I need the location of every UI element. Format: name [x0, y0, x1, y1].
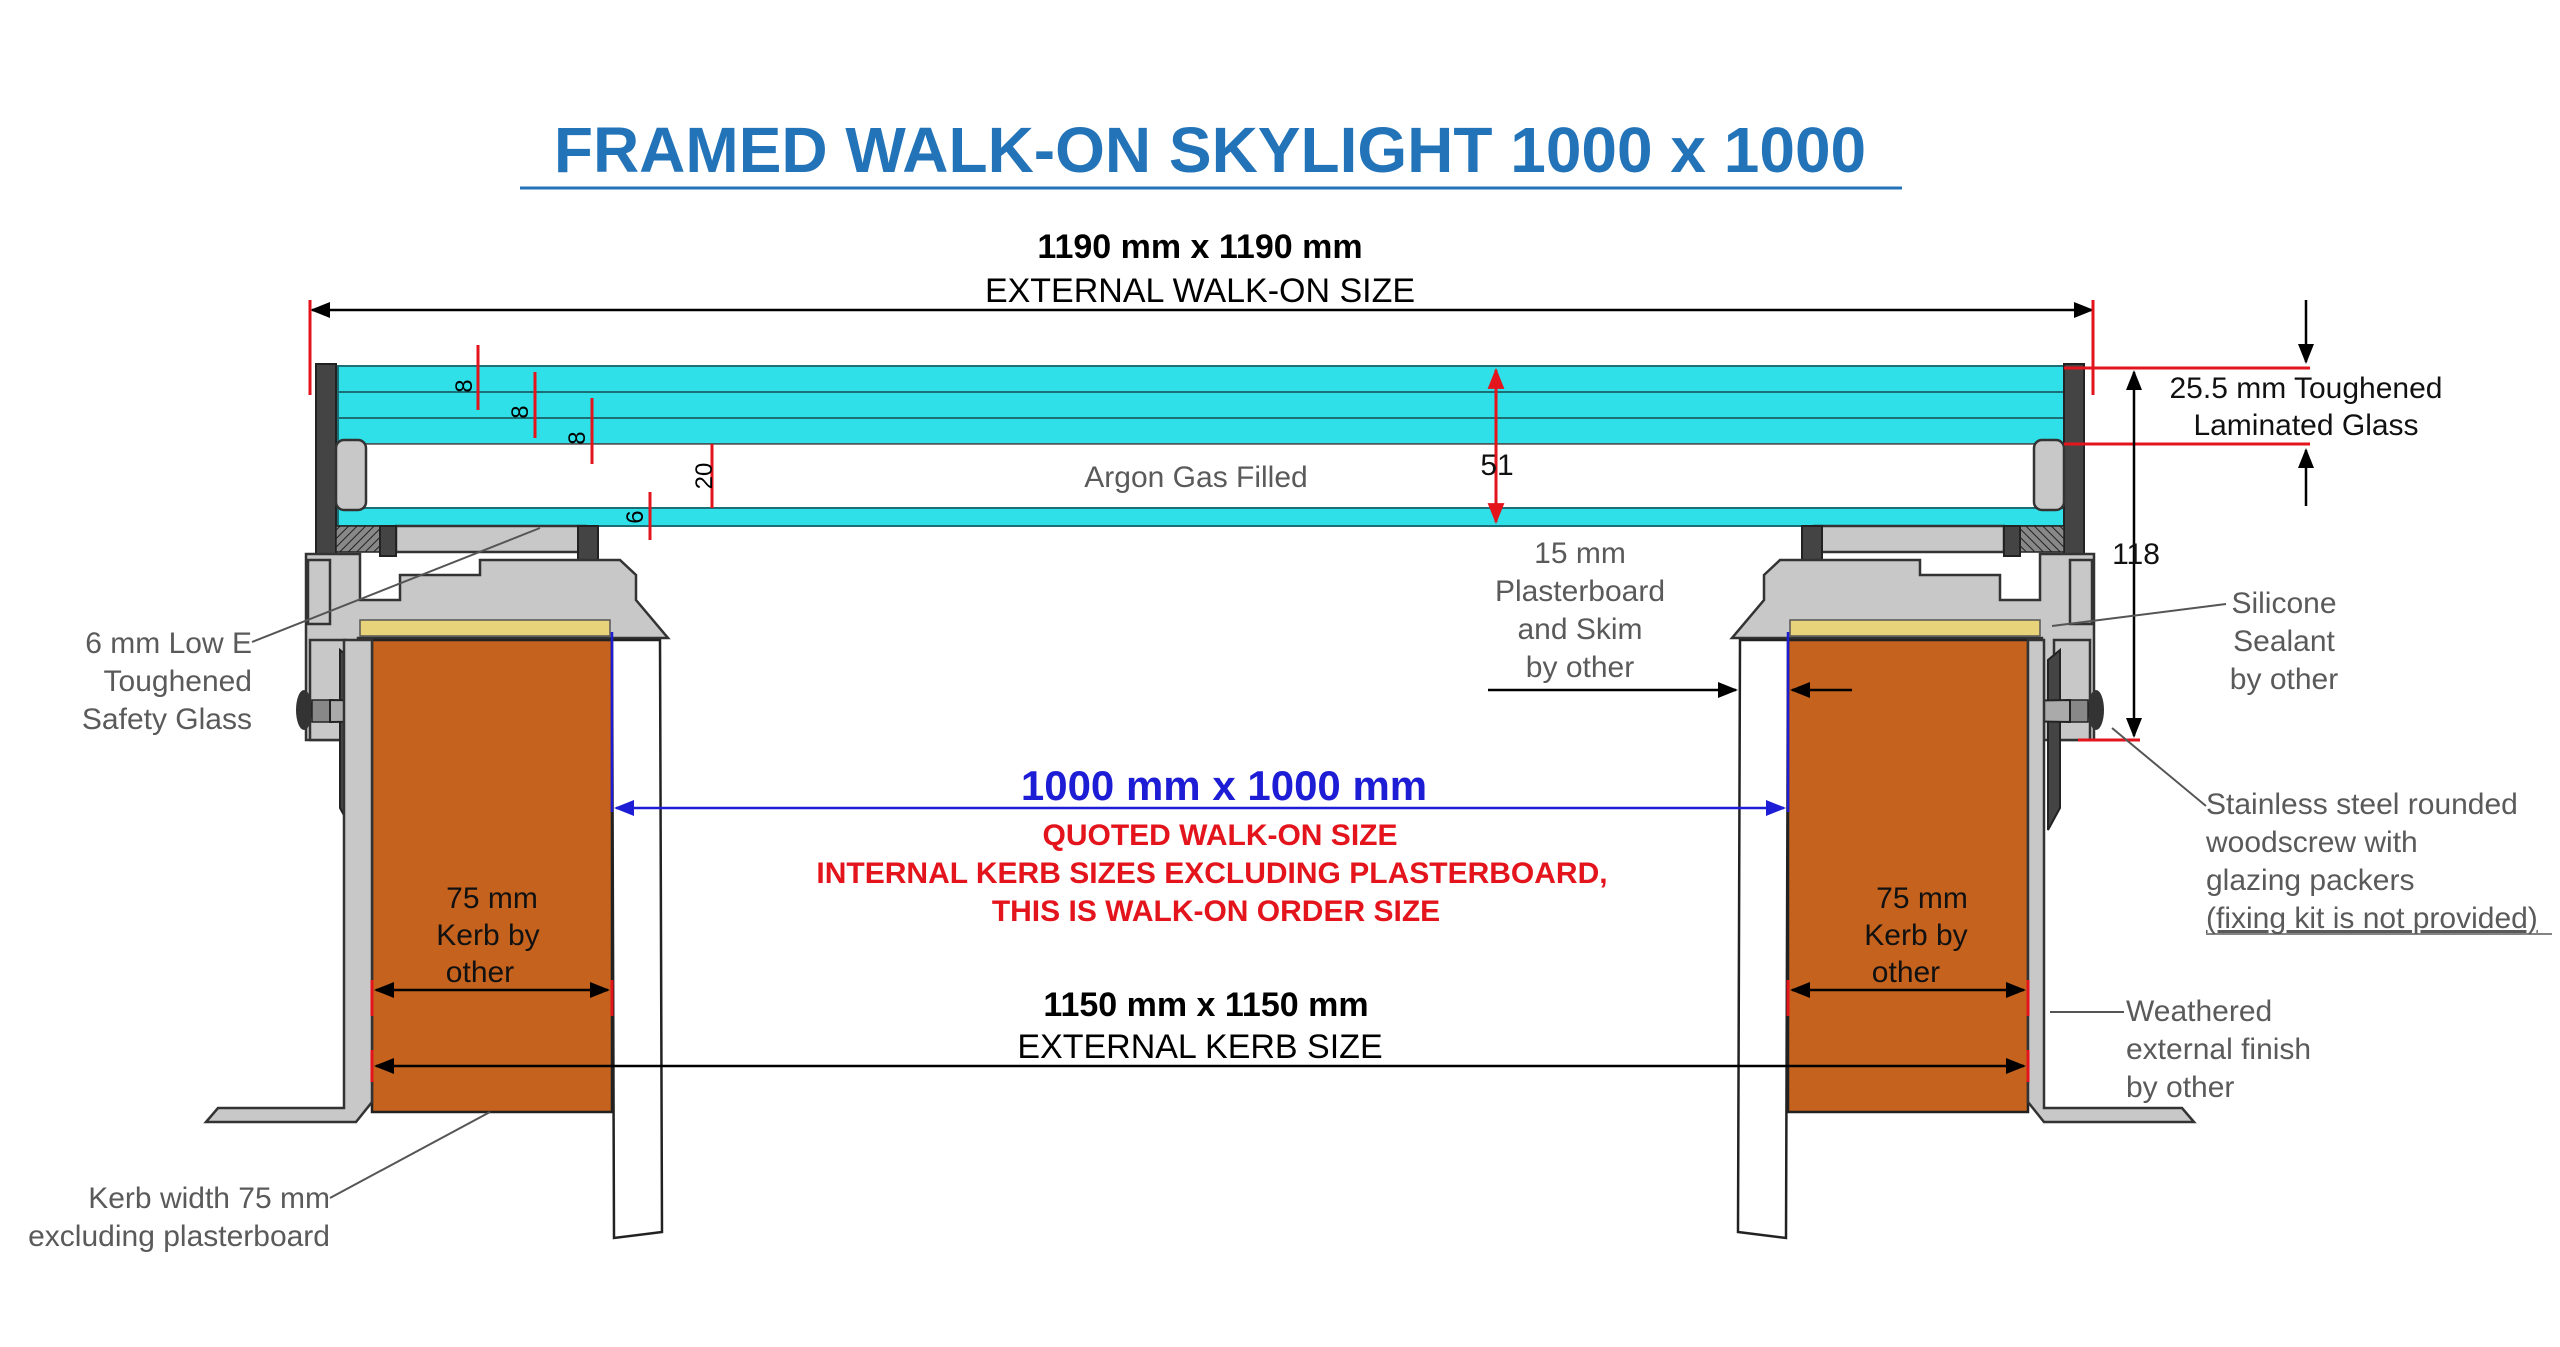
kerb-width-line1: Kerb width 75 mm: [88, 1182, 330, 1215]
right-weathered-finish: [2026, 638, 2197, 1124]
screw-line1: Stainless steel rounded: [2206, 788, 2518, 821]
external-kerb-label: EXTERNAL KERB SIZE: [1017, 1028, 1382, 1066]
quoted-line1: QUOTED WALK-ON SIZE: [1043, 819, 1398, 852]
silicone-line2: Sealant: [2233, 625, 2335, 658]
silicone-leader: [2051, 603, 2227, 627]
low-e-line3: Safety Glass: [82, 703, 252, 736]
external-walk-on-size: 1190 mm x 1190 mm: [1037, 228, 1362, 266]
laminated-line2: Laminated Glass: [2193, 409, 2418, 442]
silicone-line3: by other: [2230, 663, 2338, 696]
layer-dim-2: 8: [507, 405, 534, 418]
quoted-line3: THIS IS WALK-ON ORDER SIZE: [992, 895, 1440, 928]
left-frame: [296, 363, 671, 831]
glass-layer-mid: [337, 391, 2065, 419]
quoted-line2: INTERNAL KERB SIZES EXCLUDING PLASTERBOA…: [816, 857, 1607, 890]
kerb-left-line1: 75 mm: [446, 882, 538, 915]
laminated-line1: 25.5 mm Toughened: [2170, 372, 2443, 405]
low-e-line1: 6 mm Low E: [85, 627, 252, 660]
glass-unit: [337, 365, 2065, 527]
plasterboard-line3: and Skim: [1517, 613, 1642, 646]
argon-gap: [337, 443, 2065, 509]
left-plasterboard: [610, 638, 664, 1240]
external-kerb-size: 1150 mm x 1150 mm: [1043, 986, 1368, 1024]
screw-line2: woodscrew with: [2205, 826, 2418, 859]
screw-line3: glazing packers: [2206, 864, 2414, 897]
right-kerb: [1786, 638, 2030, 1114]
silicone-line1: Silicone: [2231, 587, 2336, 620]
weathered-line1: Weathered: [2126, 995, 2272, 1028]
glass-layer-low: [337, 417, 2065, 445]
kerb-right-line2: Kerb by: [1864, 919, 1967, 952]
plasterboard-line2: Plasterboard: [1495, 575, 1665, 608]
plasterboard-line4: by other: [1526, 651, 1634, 684]
layer-dims: 8 8 8 20 6: [451, 345, 718, 540]
screw-leader: [2111, 727, 2207, 807]
inner-dim: 6: [622, 510, 649, 523]
left-kerb: [370, 638, 614, 1114]
weathered-line2: external finish: [2126, 1033, 2311, 1066]
total-dim-label: 51: [1480, 449, 1513, 482]
screw-line4: (fixing kit is not provided): [2206, 902, 2538, 935]
layer-dim-1: 8: [451, 379, 478, 392]
right-plasterboard: [1736, 638, 1790, 1240]
kerb-right-line1: 75 mm: [1876, 882, 1968, 915]
quoted-size: 1000 mm x 1000 mm: [1021, 762, 1427, 809]
low-e-leader: [251, 527, 541, 643]
glass-layer-top: [337, 365, 2065, 393]
kerb-left-line3: other: [446, 956, 514, 989]
low-e-line2: Toughened: [104, 665, 252, 698]
weathered-line3: by other: [2126, 1071, 2234, 1104]
external-walk-on-label: EXTERNAL WALK-ON SIZE: [985, 272, 1415, 310]
left-weathered-finish: [203, 638, 374, 1124]
argon-label: Argon Gas Filled: [1084, 461, 1307, 494]
plasterboard-line1: 15 mm: [1534, 537, 1626, 570]
gap-dim: 20: [691, 463, 718, 490]
layer-dim-3: 8: [564, 431, 591, 444]
kerb-width-leader: [329, 1111, 491, 1199]
kerb-left-line2: Kerb by: [436, 919, 539, 952]
kerb-right-line3: other: [1872, 956, 1940, 989]
height-118-label: 118: [2112, 538, 2160, 571]
kerb-width-line2: excluding plasterboard: [28, 1220, 330, 1253]
glass-layer-inner: [337, 507, 2065, 527]
page-title: FRAMED WALK-ON SKYLIGHT 1000 x 1000: [554, 114, 1866, 186]
